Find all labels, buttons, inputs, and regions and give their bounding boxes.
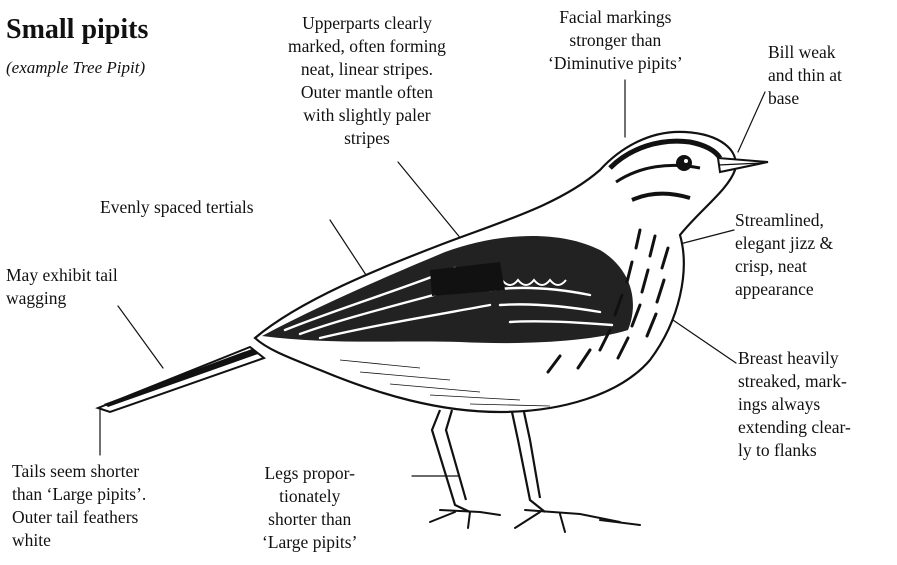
leader-tail-wagging	[118, 306, 163, 368]
leader-tertials	[330, 220, 368, 278]
pipit-drawing	[98, 132, 768, 532]
leader-breast	[670, 318, 736, 363]
leader-streamlined	[676, 230, 734, 245]
leader-upperparts	[398, 162, 462, 240]
leader-bill	[738, 92, 765, 152]
